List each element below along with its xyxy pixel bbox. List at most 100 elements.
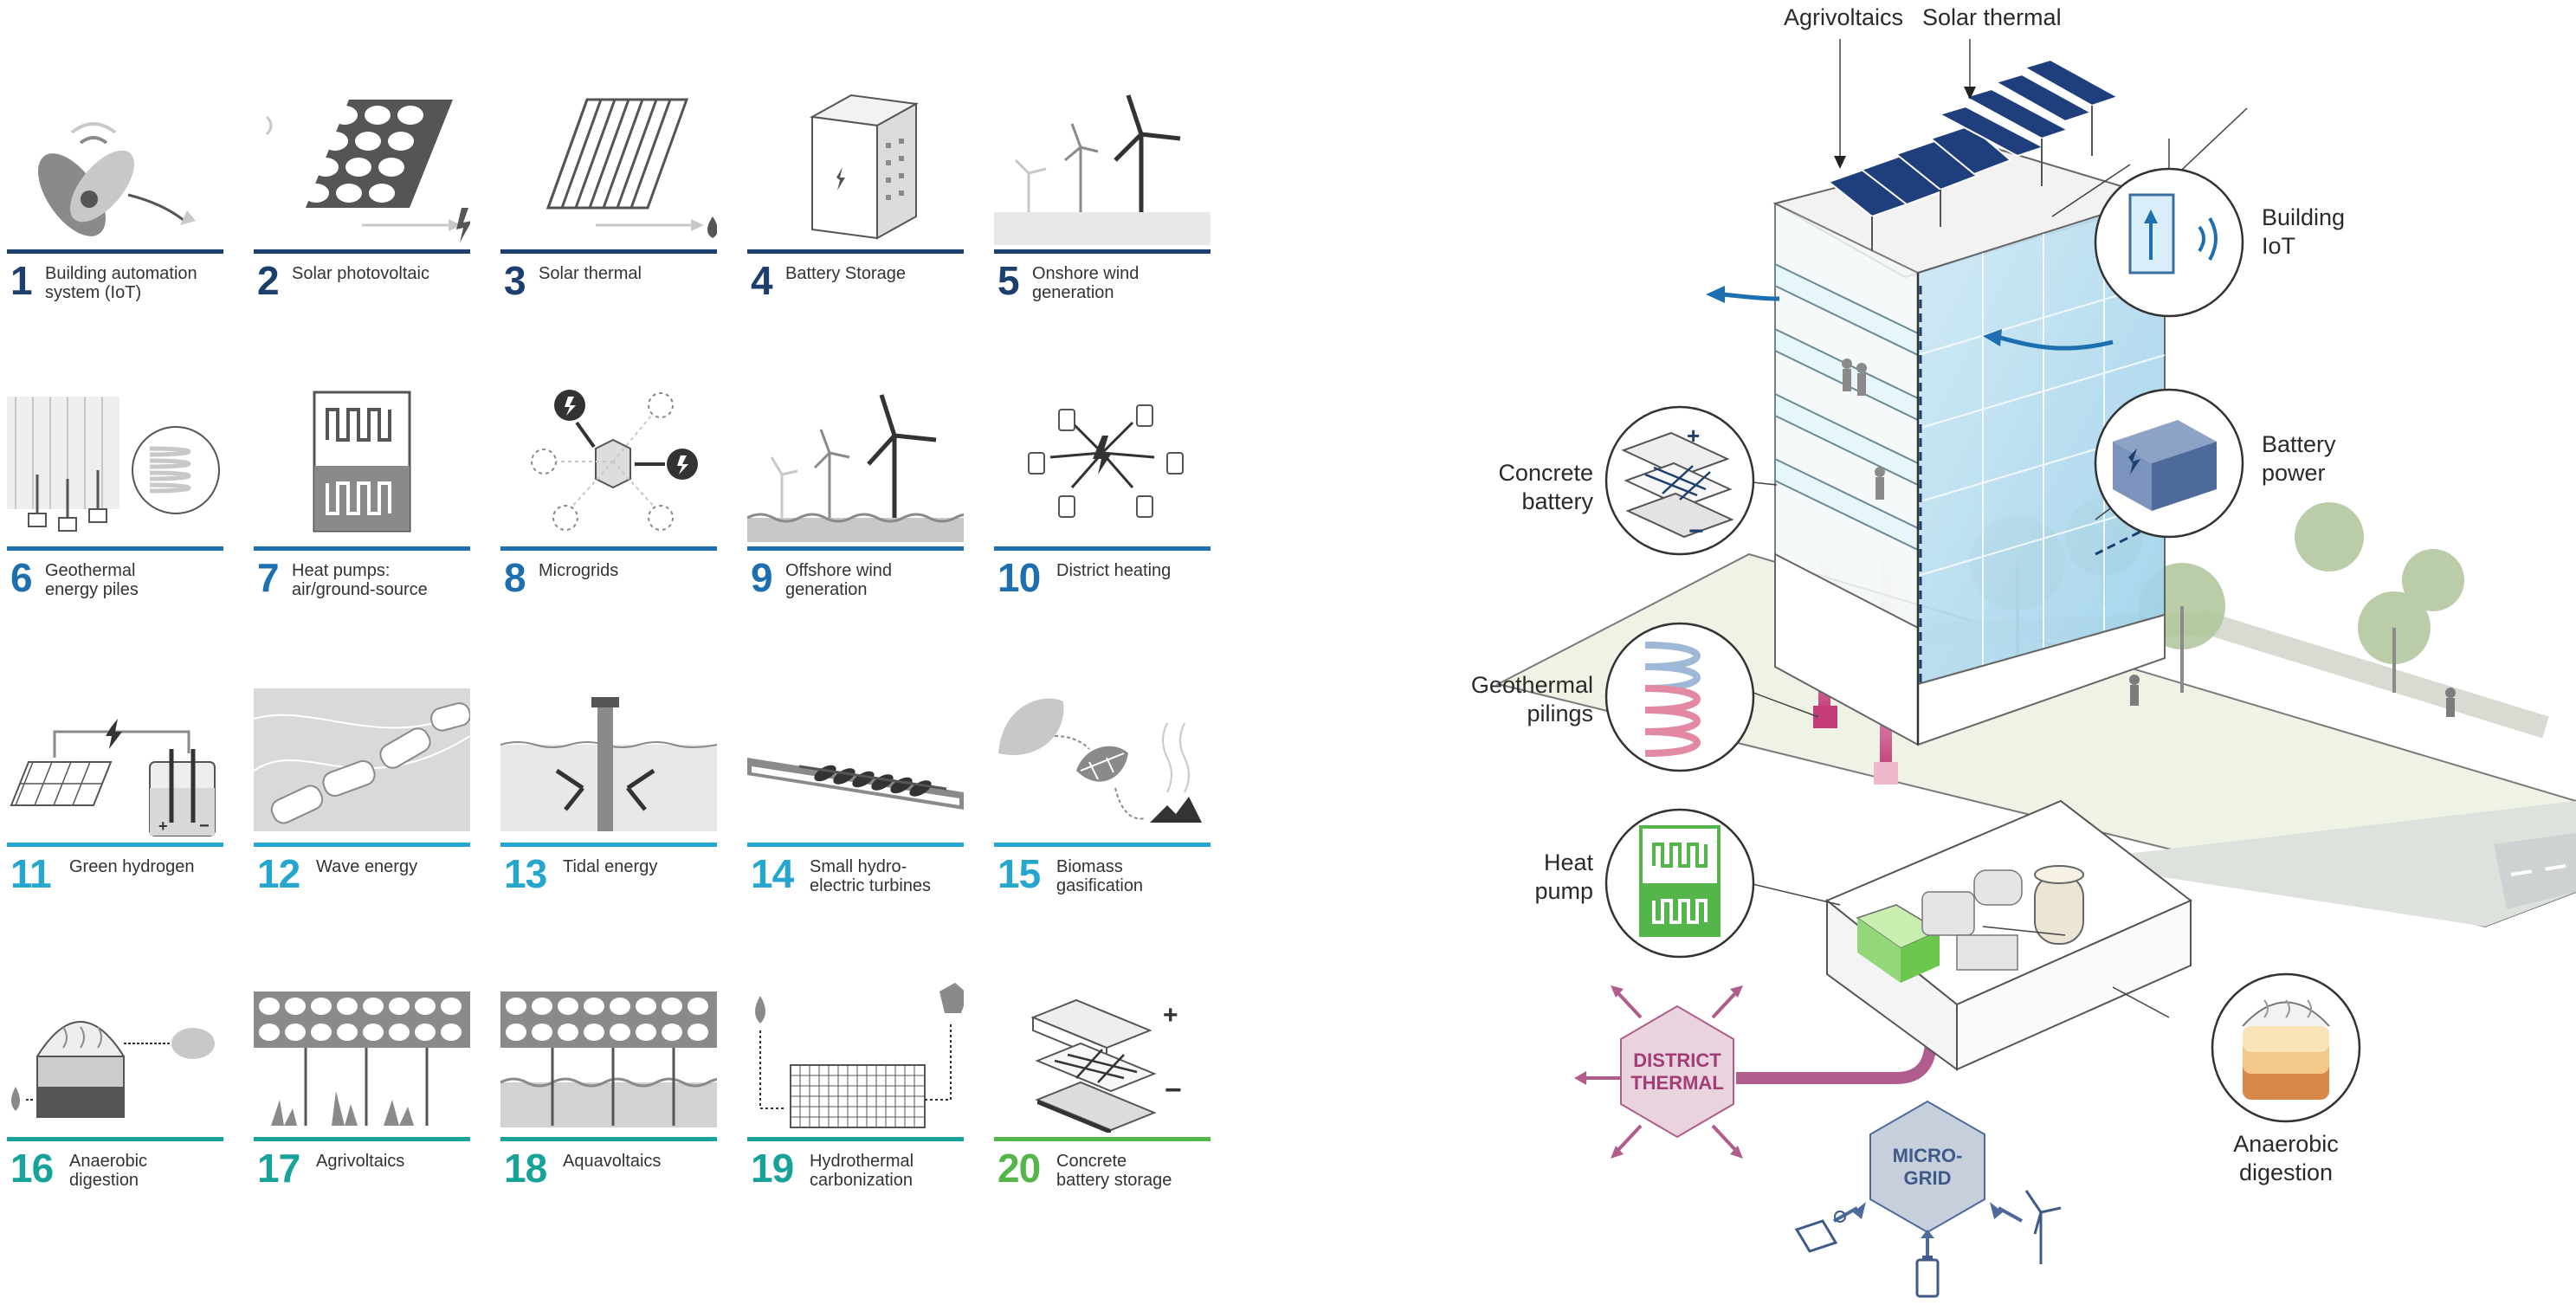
concrete-battery-inset-circle: + −	[1604, 405, 1755, 556]
callout-building-iot: Building IoT	[2262, 204, 2346, 259]
battery-source-icon	[1915, 1256, 1940, 1298]
tile-divider	[994, 1137, 1211, 1141]
district-heating-icon	[1028, 404, 1184, 518]
solar-source-icon	[1794, 1211, 1846, 1253]
anaerobic-digestion-icon	[11, 1021, 215, 1118]
callout-anaerobic-digestion: Anaerobic digestion	[2233, 1131, 2339, 1185]
district-thermal-hub	[1574, 985, 1743, 1159]
tile-number: 10	[997, 555, 1041, 600]
technology-tile: 18 Aquavoltaics	[500, 978, 717, 1238]
svg-text:+: +	[158, 817, 168, 835]
tile-number: 13	[504, 851, 547, 896]
tile-divider	[500, 843, 717, 847]
tile-label: Aquavoltaics	[563, 1152, 662, 1171]
callout-solar-thermal: Solar thermal	[1922, 4, 2062, 30]
tile-number: 18	[504, 1146, 547, 1191]
biomass-icon	[998, 698, 1202, 823]
solar-thermal-icon	[546, 98, 717, 238]
technology-tile: 13 Tidal energy	[500, 684, 717, 944]
tile-divider	[500, 249, 717, 254]
tile-number: 3	[504, 258, 526, 303]
microgrid-icon	[531, 390, 698, 531]
heat-pump-icon	[313, 391, 411, 533]
heat-pump-inset-circle	[1604, 808, 1755, 959]
tile-label: Heat pumps:air/ground-source	[292, 561, 428, 599]
onshore-wind-icon	[994, 94, 1211, 245]
technology-tile: 7 Heat pumps:air/ground-source	[254, 388, 470, 648]
solar-panel-icon	[265, 100, 470, 242]
building-illustration: + −	[1495, 39, 2576, 1298]
tile-divider	[7, 546, 223, 551]
tile-label: Agrivoltaics	[316, 1152, 405, 1171]
rooftop-solar	[1826, 58, 2121, 218]
geothermal-piles-icon	[7, 397, 220, 532]
technology-tile: 10 District heating	[994, 388, 1211, 648]
battery-cabinet-icon	[809, 94, 920, 240]
basement-plant-room	[1825, 799, 2192, 1071]
tile-divider	[7, 1137, 223, 1141]
tile-number: 4	[751, 258, 773, 303]
geothermal-inset-circle	[1604, 622, 1755, 772]
tile-number: 7	[257, 555, 280, 600]
tile-label: Solar thermal	[539, 264, 642, 283]
tile-divider	[994, 546, 1211, 551]
tile-divider	[254, 843, 470, 847]
tile-number: 14	[751, 851, 794, 896]
tile-divider	[254, 546, 470, 551]
wave-energy-icon	[254, 688, 470, 831]
microgrid-hub	[1794, 1100, 2062, 1298]
tile-number: 9	[751, 555, 773, 600]
technology-tile: 3 Solar thermal	[500, 91, 717, 351]
tile-label: Tidal energy	[563, 857, 658, 876]
tile-label: Microgrids	[539, 561, 619, 580]
district-thermal-label: DISTRICT THERMAL	[1630, 1049, 1724, 1094]
tile-label: Battery Storage	[785, 264, 906, 283]
tile-number: 1	[10, 258, 33, 303]
tile-number: 15	[997, 851, 1041, 896]
building-scene: + −	[1299, 0, 2576, 1307]
callout-geothermal-pilings: Geothermal pilings	[1470, 672, 1593, 727]
tile-label: Wave energy	[316, 857, 418, 876]
tile-divider	[994, 843, 1211, 847]
tile-number: 5	[997, 258, 1020, 303]
tile-number: 12	[257, 851, 300, 896]
tile-divider	[994, 249, 1211, 254]
tile-number: 2	[257, 258, 280, 303]
svg-text:+: +	[1163, 1001, 1178, 1030]
tile-label: District heating	[1056, 561, 1172, 580]
tidal-energy-icon	[500, 697, 717, 831]
tile-number: 17	[257, 1146, 300, 1191]
anaerobic-inset-circle	[2211, 972, 2361, 1123]
svg-text:−: −	[199, 817, 210, 836]
tile-divider	[500, 546, 717, 551]
svg-text:−: −	[1165, 1074, 1182, 1107]
tile-number: 8	[504, 555, 526, 600]
technology-tile: 4 Battery Storage	[747, 91, 964, 351]
aquavoltaics-icon	[500, 991, 717, 1127]
fan-iot-icon	[37, 122, 196, 236]
technology-tile: 12 Wave energy	[254, 684, 470, 944]
tile-label: Small hydro-electric turbines	[810, 857, 932, 895]
tile-divider	[747, 546, 964, 551]
building	[1706, 145, 2168, 746]
tile-divider	[747, 249, 964, 254]
tile-number: 20	[997, 1146, 1041, 1191]
tile-number: 6	[10, 555, 33, 600]
svg-text:−: −	[1688, 517, 1704, 546]
callout-heat-pump: Heat pump	[1534, 849, 1593, 904]
